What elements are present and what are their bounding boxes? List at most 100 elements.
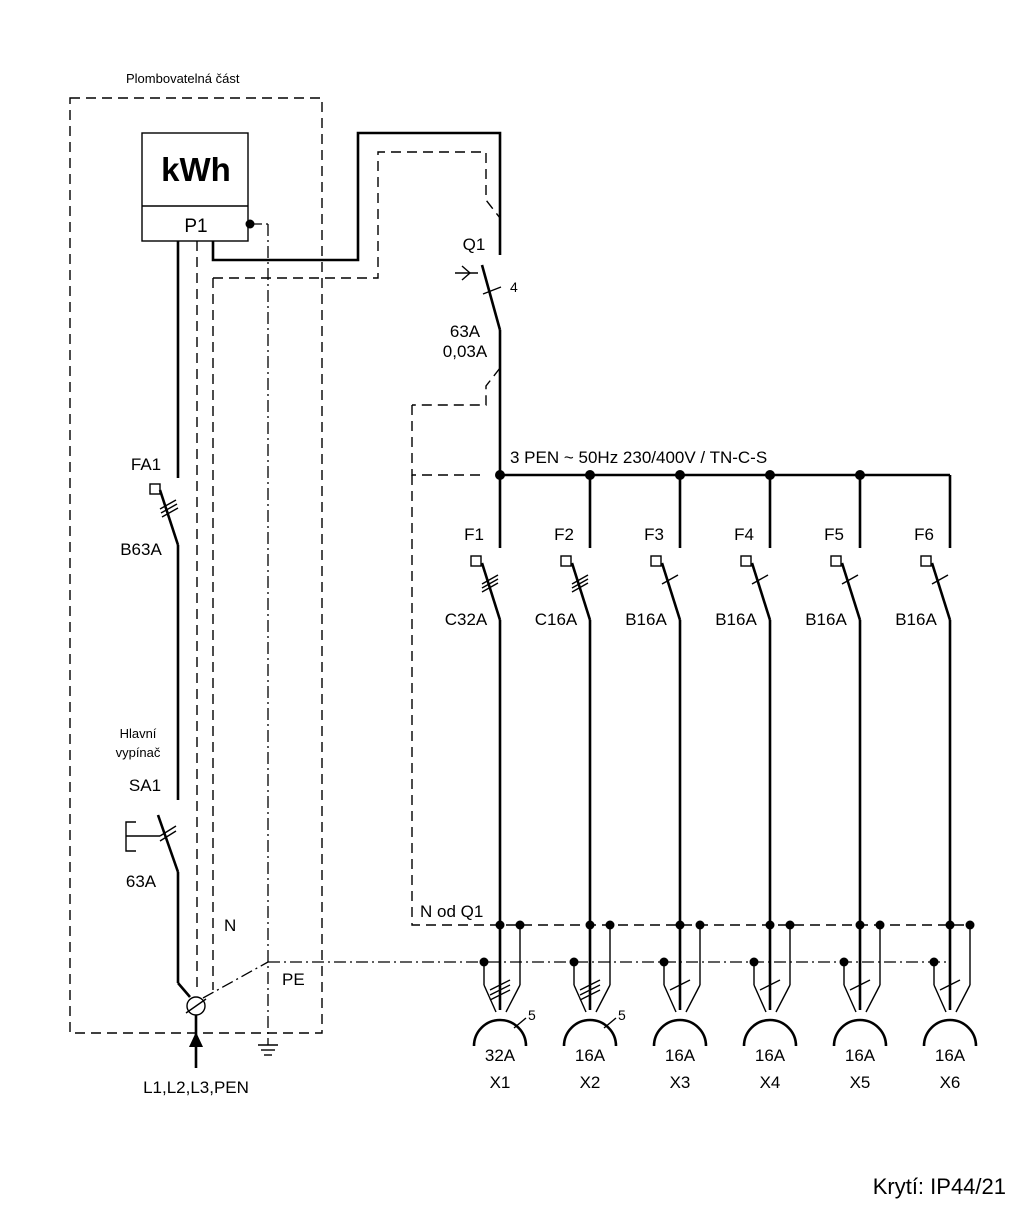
breaker-thermal-icon <box>650 555 662 567</box>
pe-dot <box>659 957 669 967</box>
main-switch-id: SA1 <box>129 776 161 795</box>
n-label: N <box>224 916 236 935</box>
main-breaker-rating: B63A <box>120 540 162 559</box>
wire-tick <box>579 984 601 996</box>
pe-label: PE <box>282 970 305 989</box>
neutral-dot <box>965 920 975 930</box>
socket-wire-count: 5 <box>618 1007 626 1023</box>
pe-dot <box>929 957 939 967</box>
neutral-dot <box>785 920 795 930</box>
pole-tick <box>481 574 499 585</box>
breaker-thermal-icon <box>560 555 572 567</box>
pe-converge <box>573 984 587 1013</box>
pole-tick <box>571 574 589 585</box>
wire-tick <box>759 979 781 991</box>
socket-id: X3 <box>670 1073 691 1092</box>
sealable-enclosure <box>69 97 323 1034</box>
neutral-bus-dot <box>585 920 595 930</box>
n-converge <box>865 984 881 1013</box>
pe-dot <box>749 957 759 967</box>
breaker-blade <box>480 562 502 621</box>
socket-icon <box>472 1018 528 1047</box>
pe-converge <box>753 984 767 1013</box>
breaker-blade <box>660 562 682 621</box>
pole-tick <box>571 582 589 593</box>
energy-meter: kWh P1 <box>141 132 249 242</box>
socket-icon <box>922 1018 978 1047</box>
rcd-rating: 63A <box>450 322 481 341</box>
breaker-blade <box>570 562 592 621</box>
breaker-rating: B16A <box>805 610 847 629</box>
main-breaker-fa1: FA1 B63A <box>120 455 180 559</box>
neutral-dot <box>875 920 885 930</box>
rcd-residual: 0,03A <box>443 342 488 361</box>
n-converge <box>955 984 971 1013</box>
n-converge <box>775 984 791 1013</box>
pole-tick <box>481 578 499 589</box>
breaker-id: F4 <box>734 525 754 544</box>
neutral-bus-dot <box>675 920 685 930</box>
breaker-id: F5 <box>824 525 844 544</box>
n-converge <box>505 984 521 1013</box>
wire-tick <box>939 979 961 991</box>
pole-tick <box>751 574 769 585</box>
socket-icon <box>562 1018 618 1047</box>
n-converge <box>595 984 611 1013</box>
bus-label: 3 PEN ~ 50Hz 230/400V / TN-C-S <box>510 448 767 467</box>
breaker-rating: B16A <box>715 610 757 629</box>
breaker-rating: C32A <box>445 610 488 629</box>
main-switch-caption-1: Hlavní <box>120 726 157 741</box>
wire-tick <box>849 979 871 991</box>
supply-arrow-icon <box>189 1032 203 1047</box>
breaker-id: F1 <box>464 525 484 544</box>
wire-tick <box>489 979 511 991</box>
main-switch-sa1: Hlavní vypínač SA1 63A <box>116 726 180 891</box>
breaker-thermal-icon <box>830 555 842 567</box>
main-switch-rating: 63A <box>126 872 157 891</box>
wire-count-leader <box>513 1017 527 1029</box>
socket-id: X6 <box>940 1073 961 1092</box>
neutral-dot <box>695 920 705 930</box>
pe-converge <box>933 984 947 1013</box>
wire-tick <box>669 979 691 991</box>
socket-x1: 32A X1 5 <box>472 920 536 1092</box>
socket-rating: 16A <box>935 1046 966 1065</box>
pe-dot <box>569 957 579 967</box>
breaker-rating: C16A <box>535 610 578 629</box>
socket-icon <box>652 1018 708 1047</box>
socket-rating: 32A <box>485 1046 516 1065</box>
neutral-bus-dot <box>495 920 505 930</box>
ground-icon <box>258 1044 278 1056</box>
n-from-q1-label: N od Q1 <box>420 902 483 921</box>
neutral-bus-dot <box>945 920 955 930</box>
neutral-dot <box>605 920 615 930</box>
rcd-q1: Q1 4 63A 0,03A <box>412 235 518 475</box>
breaker-thermal-icon <box>470 555 482 567</box>
pe-dot <box>839 957 849 967</box>
neutral-dot <box>515 920 525 930</box>
pe-converge <box>483 984 497 1013</box>
rcd-poles: 4 <box>510 279 518 295</box>
socket-wire-count: 5 <box>528 1007 536 1023</box>
breaker-blade <box>930 562 952 621</box>
branch-circuits: F1C32AF2C16AF3B16AF4B16AF5B16AF6B16A32AX… <box>445 470 978 1092</box>
socket-id: X1 <box>490 1073 511 1092</box>
main-switch-caption-2: vypínač <box>116 745 161 760</box>
socket-rating: 16A <box>845 1046 876 1065</box>
n-from-q1-upper <box>411 405 482 476</box>
rcd-id: Q1 <box>463 235 486 254</box>
wire-count-leader <box>603 1017 617 1029</box>
feed-lines <box>176 131 502 1045</box>
socket-icon <box>742 1018 798 1047</box>
pole-tick <box>841 574 859 585</box>
wire-tick <box>579 989 601 1001</box>
breaker-thermal-icon <box>740 555 752 567</box>
